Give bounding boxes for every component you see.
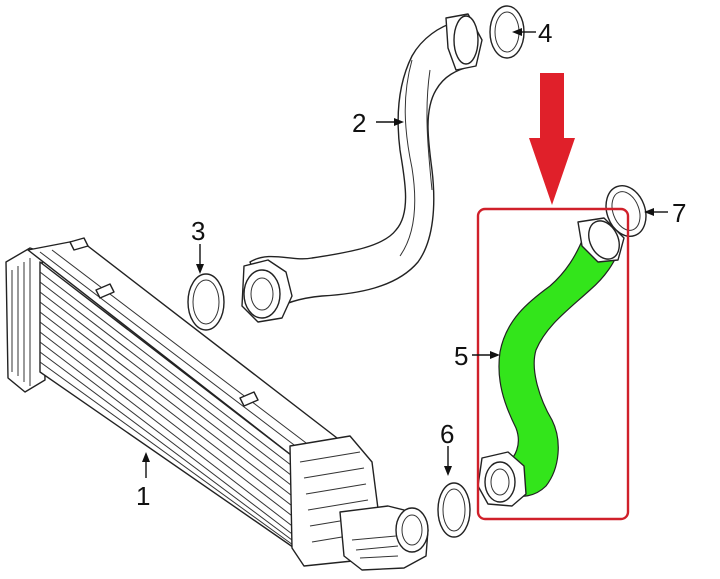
leader-lines (142, 28, 668, 478)
callout-4-label: 4 (538, 18, 552, 48)
upper-hose-part[interactable] (241, 13, 483, 323)
highlighted-hose-part[interactable] (477, 216, 625, 507)
seal-ring-6-part[interactable] (437, 482, 471, 538)
highlighted-hose-body (498, 231, 621, 497)
callout-7-label: 7 (672, 198, 686, 228)
callout-5-label: 5 (454, 341, 468, 371)
callout-3-label: 3 (191, 216, 205, 246)
highlight-box (476, 207, 630, 521)
callout-2-label: 2 (352, 108, 366, 138)
callout-6-label: 6 (440, 419, 454, 449)
seal-ring-3-part[interactable] (187, 273, 225, 331)
intercooler-part[interactable] (5, 237, 429, 571)
callout-1-label: 1 (136, 481, 150, 511)
pointer-arrow-icon (529, 73, 575, 205)
